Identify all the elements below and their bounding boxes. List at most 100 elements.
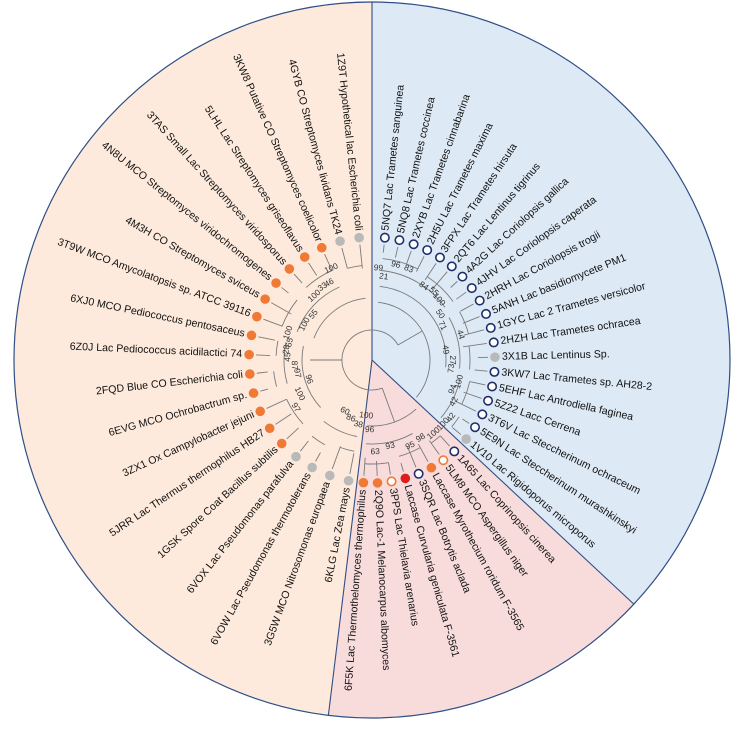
bootstrap-value: 94 [446, 383, 459, 395]
branch-tip [286, 427, 299, 440]
branch-tip [376, 460, 378, 476]
clade-arc [468, 345, 471, 370]
branch-tip [417, 443, 429, 462]
clade-arc [364, 462, 389, 465]
bootstrap-value: 28 [280, 344, 291, 355]
bootstrap-value: 96 [365, 424, 375, 434]
leaf-marker [248, 388, 259, 398]
branch-tip [462, 418, 470, 424]
bootstrap-value: 49 [440, 344, 451, 355]
bootstrap-value: 63 [370, 446, 380, 456]
branch-tip [256, 371, 268, 374]
branch-tip [349, 453, 355, 474]
leaf-label: 3X1B Lac Lentinus Sp. [502, 348, 610, 363]
bootstrap-value: 99 [373, 262, 383, 273]
bootstrap-value: 86 [345, 411, 357, 424]
branch-tip [424, 263, 437, 281]
leaf-marker [325, 470, 335, 481]
leaf-marker [386, 476, 397, 487]
bootstrap-value: 100 [452, 373, 465, 389]
branch-tip [460, 303, 474, 312]
clade-arc [313, 297, 366, 339]
tree-branches [256, 244, 488, 476]
leaf-marker [379, 232, 390, 243]
leaf-marker [358, 477, 369, 488]
clade-arc [301, 345, 321, 408]
branch-segment [381, 388, 395, 423]
leaf-marker [487, 381, 498, 392]
branch-tip [266, 398, 287, 409]
clade-arc [367, 408, 417, 427]
leaf-marker [477, 409, 488, 420]
leaf-marker [271, 278, 281, 288]
branch-tip [275, 413, 292, 425]
bootstrap-value: 38 [353, 418, 365, 430]
branch-tip [450, 281, 458, 288]
branch-tip [452, 427, 462, 435]
leaf-marker [335, 236, 345, 247]
clade-arc [305, 270, 333, 288]
leaf-marker [299, 252, 310, 262]
leaf-marker [446, 261, 457, 272]
leaf-marker [291, 451, 301, 462]
branch-tip [382, 244, 385, 253]
clade-arc [275, 340, 279, 356]
branch-tip [359, 244, 363, 269]
sector-divider [371, 359, 635, 605]
branch-tip [363, 457, 366, 476]
clade-arc [459, 311, 469, 335]
branch-tip [431, 271, 448, 290]
leaf-marker [470, 422, 481, 433]
leaf-marker [422, 245, 433, 256]
leaf-marker [252, 311, 262, 322]
bootstrap-value: 27 [448, 355, 458, 365]
branch-tip [260, 388, 269, 392]
branch-tip [270, 302, 292, 315]
branch-tip [263, 318, 283, 327]
branch-tip [388, 462, 391, 475]
leaf-marker [413, 468, 424, 479]
leaf-marker [246, 330, 257, 341]
branch-tip [394, 246, 399, 258]
branch-tip [400, 462, 404, 472]
bootstrap-value: 42 [447, 395, 460, 408]
branch-segment [397, 330, 423, 346]
leaf-marker [255, 406, 266, 417]
clade-arc [273, 371, 278, 387]
leaf-markers [244, 232, 500, 488]
clade-sectors [13, 1, 731, 719]
bootstrap-value: 97 [292, 368, 304, 379]
leaf-marker [343, 475, 354, 486]
bootstrap-value: 95 [404, 439, 417, 452]
branch-tip [462, 316, 480, 324]
branch-tip [308, 262, 318, 276]
leaf-marker [481, 308, 492, 319]
sector-divider [327, 359, 373, 716]
basidiomycete-sector [372, 2, 730, 605]
branch-tip [456, 401, 477, 412]
branch-tip [258, 336, 276, 341]
clade-arc [427, 276, 454, 302]
branch-tip [463, 329, 485, 336]
clade-arc [378, 301, 431, 398]
bootstrap-value: 96 [303, 373, 315, 385]
clade-arc [339, 446, 355, 452]
leaf-marker [276, 438, 287, 449]
bootstrap-value: 100 [281, 324, 295, 341]
clade-arc [281, 299, 298, 327]
clade-arc [382, 258, 418, 270]
leaf-marker [488, 337, 499, 348]
clade-arc [448, 317, 461, 369]
leaf-marker [489, 366, 500, 377]
leaf-marker [466, 283, 477, 294]
clade-arc [379, 285, 447, 368]
clade-arc [366, 433, 413, 445]
bootstrap-value: 87 [290, 360, 301, 370]
leaf-marker [307, 462, 317, 473]
branch-tip [331, 446, 341, 470]
bootstrap-value: 21 [378, 270, 389, 281]
branch-tip [324, 253, 333, 271]
leaf-marker [245, 369, 255, 379]
bootstrap-value: 60 [339, 404, 352, 417]
